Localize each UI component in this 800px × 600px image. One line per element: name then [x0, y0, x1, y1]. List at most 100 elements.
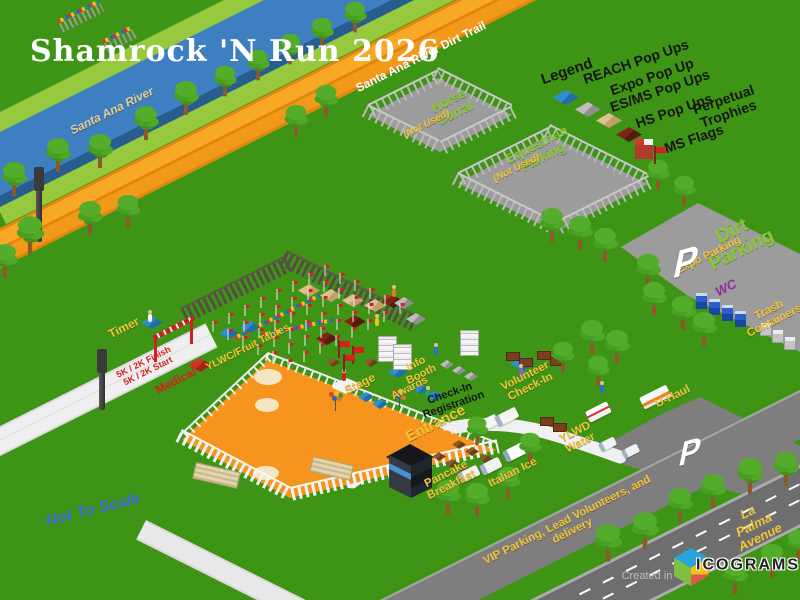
ms-flag-icon — [337, 272, 345, 284]
portable-toilet — [709, 299, 720, 315]
ms-flag-icon — [286, 343, 294, 354]
tree-icon — [691, 312, 717, 346]
hs-popup-icon — [616, 127, 642, 142]
table — [464, 372, 478, 381]
trash-container — [784, 336, 796, 350]
legend-item-perpetual: Perpetual Trophies — [690, 81, 759, 131]
light-pole — [97, 349, 107, 410]
tree-icon — [567, 216, 593, 250]
ms-flag-icon — [288, 312, 296, 323]
bunting-fence — [57, 0, 104, 33]
ms-flag-icon — [317, 342, 325, 354]
tree-icon — [551, 341, 574, 373]
hs-popup-tent — [344, 315, 366, 328]
ms-flag-icon — [257, 312, 265, 324]
tree-icon — [496, 466, 521, 500]
planter-bed — [540, 417, 554, 426]
portable-toilet — [735, 311, 746, 327]
tree-icon — [310, 17, 333, 49]
icograms-logo-cube — [674, 548, 708, 586]
ms-flag-icon — [304, 304, 312, 315]
person — [374, 314, 380, 327]
ms-flag-icon — [274, 289, 282, 300]
tree-icon — [87, 134, 113, 168]
ms-flag-icon — [306, 273, 314, 284]
picnic-table — [478, 454, 492, 463]
tree-icon — [116, 194, 141, 228]
ms-flag-icon — [226, 313, 234, 324]
registration-table — [413, 384, 429, 394]
ms-flag-icon — [210, 321, 218, 332]
ms-flag-icon — [320, 296, 328, 307]
awards-shelf — [393, 344, 412, 370]
tree-icon — [773, 452, 799, 486]
south-path — [136, 520, 306, 600]
tree-icon — [133, 106, 159, 140]
tree-icon — [0, 244, 18, 278]
ms-flag-icon — [336, 340, 350, 358]
ms-flag-icon — [336, 288, 344, 299]
trash-container — [760, 322, 772, 336]
ms-flag-icon — [318, 327, 326, 338]
page-title: Shamrock 'N Run 2026 — [30, 34, 440, 69]
stage-platform — [333, 378, 360, 394]
ms-flag-icon — [270, 351, 278, 362]
ms-flag-icon — [290, 281, 298, 292]
picnic-table — [452, 440, 466, 449]
person — [425, 386, 431, 399]
tree-icon — [670, 296, 696, 330]
ms-flag-icon — [333, 334, 341, 346]
ms-flag-icon — [241, 320, 249, 332]
tree-icon — [722, 560, 748, 594]
hs-popup-tent — [316, 332, 338, 345]
balloons — [328, 392, 344, 412]
medical-tent — [188, 358, 212, 372]
planter-bed — [519, 358, 533, 367]
planter-bed — [537, 351, 551, 360]
tree-icon — [343, 1, 366, 33]
tree-icon — [604, 330, 630, 364]
field-circle-2 — [255, 398, 279, 412]
expo-popup-tent — [406, 313, 426, 325]
trash-container — [772, 329, 784, 343]
reach-popup-icon — [553, 90, 579, 105]
table — [440, 360, 454, 369]
ms-flag-icon — [273, 304, 281, 316]
ms-flag-icon — [381, 310, 389, 322]
ms-flag-icon — [287, 327, 295, 339]
finish-gantry-post — [190, 320, 193, 344]
tree-icon — [646, 159, 669, 191]
picnic-table — [364, 358, 378, 367]
ms-flags-icon — [652, 146, 666, 164]
ms-flag-icon — [349, 326, 357, 338]
tree-icon — [16, 216, 45, 254]
planter-bed — [506, 352, 520, 361]
ms-flag-icon — [341, 354, 355, 372]
reach-popup-tent — [219, 327, 239, 339]
stage-table — [358, 392, 374, 402]
expo-popup-icon — [575, 102, 601, 117]
tree-icon — [1, 162, 27, 196]
tree-icon — [736, 458, 763, 494]
tree-icon — [667, 488, 693, 522]
tree-icon — [592, 228, 618, 262]
tree-icon — [700, 474, 726, 508]
ms-flag-icon — [366, 303, 374, 314]
created-in-label: Created in — [621, 570, 673, 583]
balloons — [392, 390, 408, 410]
ms-flag-icon — [271, 335, 279, 347]
picnic-table — [432, 452, 446, 461]
tree-icon — [539, 208, 565, 242]
ms-flag-icon — [285, 358, 293, 370]
person — [518, 364, 524, 377]
ms-flag-icon — [382, 295, 390, 306]
perpetual-trophies-icon — [635, 139, 653, 159]
ylwd-van — [494, 406, 520, 427]
tree-icon — [45, 138, 71, 172]
tree-icon — [173, 81, 199, 115]
ms-flag-icon — [351, 295, 359, 307]
ms-flag-icon — [397, 302, 405, 314]
tree-icon — [518, 432, 541, 464]
ms-flag-icon — [367, 287, 375, 299]
